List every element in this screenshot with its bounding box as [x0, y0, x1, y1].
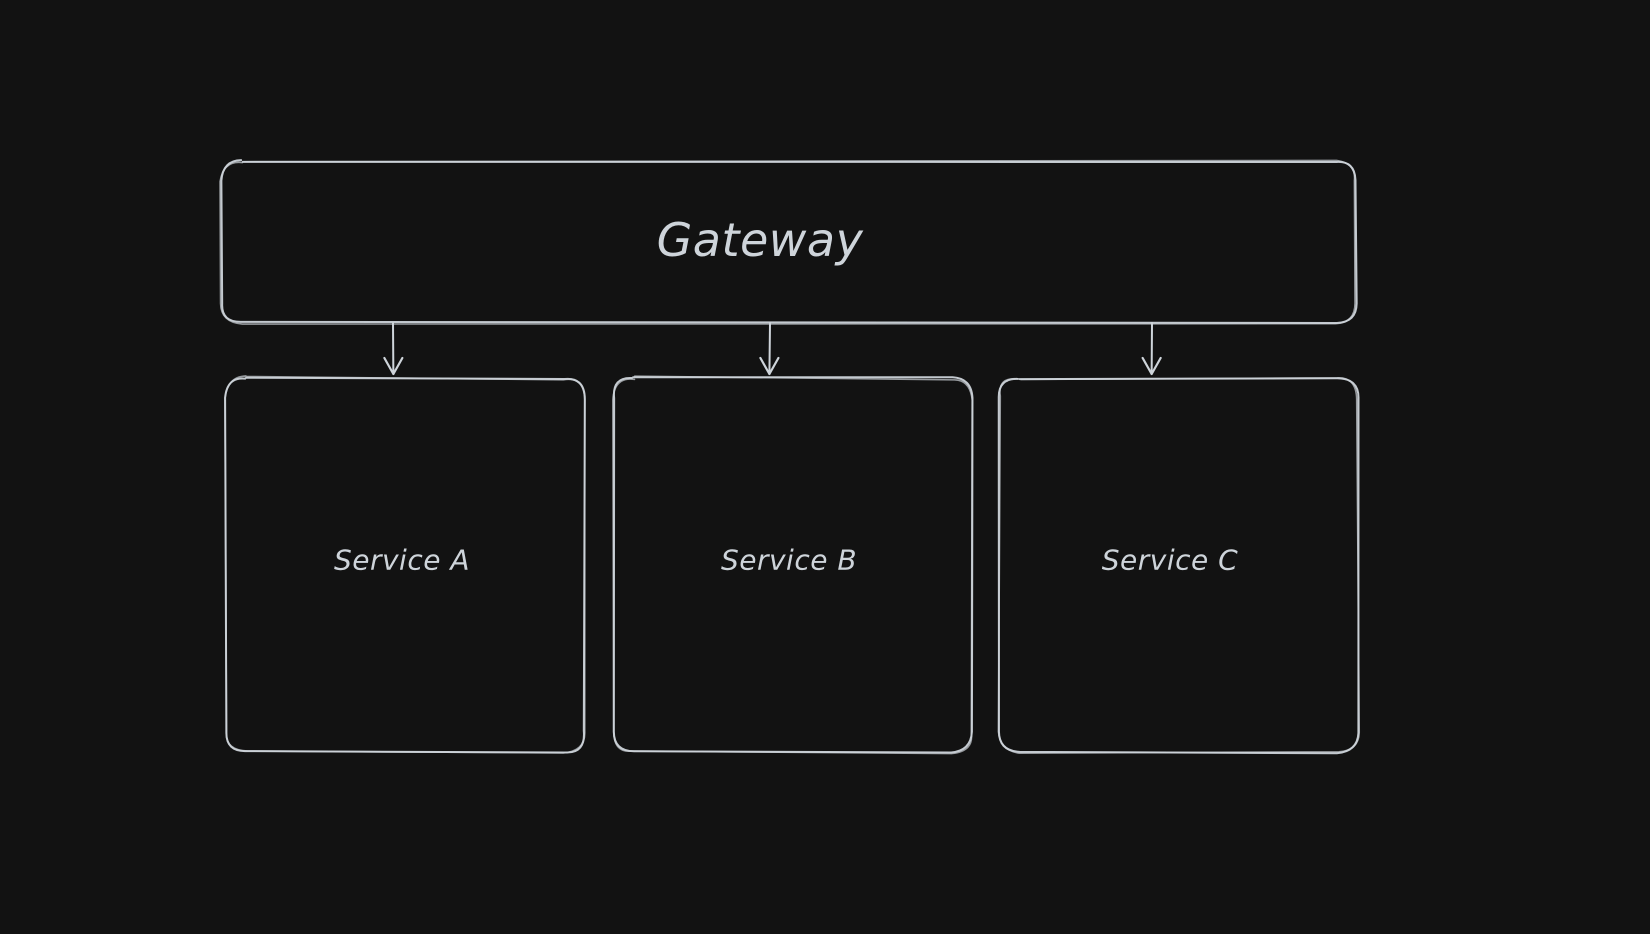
edge-gateway-to-service-a[interactable] [383, 322, 404, 376]
node-outline-service-b [612, 376, 974, 754]
node-gateway[interactable] [219, 159, 1358, 325]
edge-line-gateway-to-service-b [768, 322, 771, 375]
node-outline-gateway [220, 159, 1358, 325]
node-outline-sketch-service-c [997, 377, 1361, 754]
node-service-b[interactable] [612, 375, 974, 755]
node-outline-sketch-gateway [219, 159, 1356, 325]
node-service-c[interactable] [997, 377, 1361, 755]
edges-layer [383, 322, 1162, 376]
node-service-a[interactable] [224, 375, 586, 754]
edge-arrowhead-gateway-to-service-c [1141, 356, 1162, 376]
edge-gateway-to-service-b[interactable] [759, 322, 780, 376]
node-outline-sketch-service-a [224, 375, 586, 754]
node-outline-sketch-service-b [612, 375, 974, 755]
edge-arrowhead-gateway-to-service-a [383, 356, 404, 376]
edge-arrowhead-gateway-to-service-b [759, 356, 780, 376]
node-outline-service-a [224, 376, 586, 754]
edge-gateway-to-service-c[interactable] [1141, 322, 1162, 376]
shapes-layer [219, 159, 1361, 755]
node-outline-service-c [997, 377, 1360, 755]
